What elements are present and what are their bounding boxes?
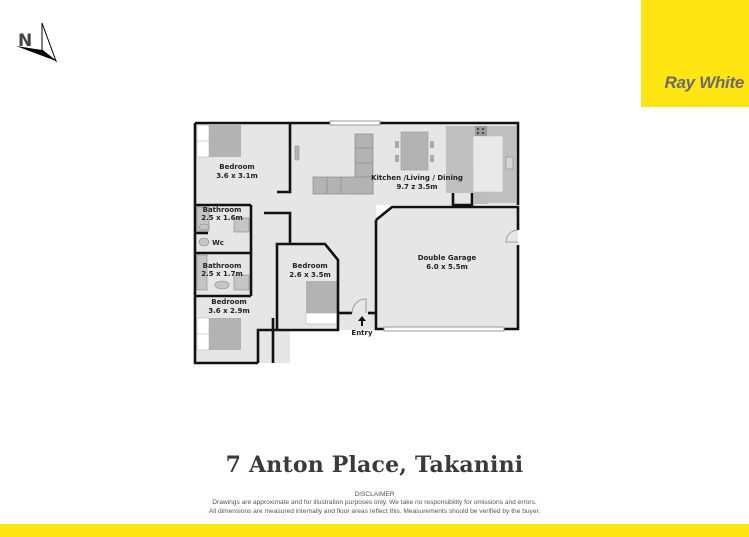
room-size-bedroom-3: 3.6 x 2.9m: [208, 307, 249, 315]
room-label-bedroom-2: Bedroom: [292, 262, 327, 270]
tv-icon: [294, 145, 300, 161]
room-size-garage: 6.0 x 5.5m: [426, 263, 467, 271]
bed-icon: [196, 124, 241, 158]
entry-arrow-icon: [358, 316, 366, 326]
room-size-bedroom-2: 2.6 x 3.5m: [289, 271, 330, 279]
room-size-kitchen: 9.7 z 3.5m: [396, 183, 437, 191]
room-size-bathroom-2: 2.5 x 1.7m: [201, 270, 242, 278]
property-address: 7 Anton Place, Takanini: [225, 452, 524, 478]
room-size-bathroom-1: 2.5 x 1.6m: [201, 214, 242, 222]
sink-icon: [505, 156, 514, 170]
room-label-bathroom-1: Bathroom: [203, 206, 242, 214]
disclaimer: DISCLAIMER Drawings are approximate and …: [0, 491, 749, 516]
room-size-bedroom-1: 3.6 x 3.1m: [216, 172, 257, 180]
dining-table: [395, 131, 434, 171]
entry-label: Entry: [351, 329, 373, 337]
room-label-bedroom-1: Bedroom: [219, 163, 254, 171]
room-label-bedroom-3: Bedroom: [211, 298, 246, 306]
bathroom-fixtures: [196, 206, 250, 291]
room-label-bathroom-2: Bathroom: [203, 262, 242, 270]
compass-label: N: [18, 31, 32, 51]
ray-white-logo: Ray White: [641, 0, 749, 107]
bed-icon: [305, 281, 338, 325]
disclaimer-line-1: Drawings are approximate and for illustr…: [212, 499, 537, 507]
kitchen-bench: [446, 126, 516, 204]
room-label-kitchen: Kitchen /Living / Dining: [371, 174, 463, 182]
disclaimer-title: DISCLAIMER: [354, 491, 395, 498]
room-label-wc: Wc: [212, 239, 224, 247]
north-arrow-icon: N: [16, 22, 58, 63]
footer-bar: [0, 524, 749, 537]
cooktop-icon: [475, 126, 487, 136]
doors: [351, 229, 519, 314]
brand-name: Ray White: [664, 73, 745, 92]
windows: [329, 120, 505, 332]
bed-icon: [196, 317, 241, 351]
walls: [193, 121, 520, 365]
disclaimer-line-2: All dimensions are measured internally a…: [208, 507, 541, 515]
room-label-garage: Double Garage: [418, 254, 477, 262]
sofa: [312, 133, 374, 195]
